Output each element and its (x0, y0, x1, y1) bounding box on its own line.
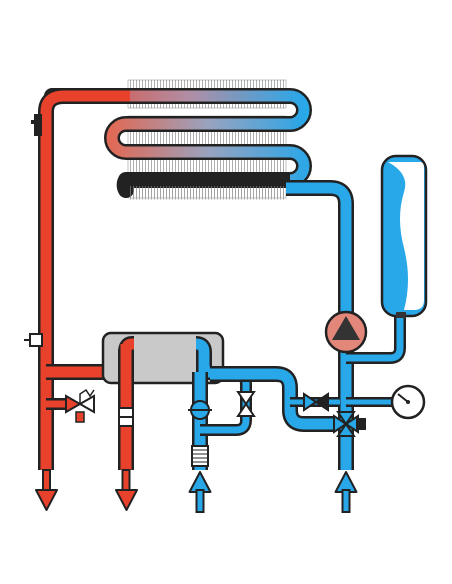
flow-switch-icon (29, 333, 43, 347)
three-way-valve-icon (333, 411, 366, 437)
cold-water-inlet-arrow-icon (188, 471, 212, 513)
coil-cold-exit (286, 182, 352, 300)
pressure-relief-valve-icon (65, 388, 95, 423)
water-filter-icon (191, 445, 209, 467)
heating-supply-outlet-arrow-icon (35, 469, 58, 511)
flow-sensor-icon (118, 407, 134, 427)
plate-hx-cold-loop (195, 338, 214, 378)
temperature-sensor-clip (31, 120, 35, 124)
expansion-vessel-icon (380, 154, 428, 318)
heat-exchanger-coil-mid (106, 118, 310, 186)
circulation-pump-icon (324, 310, 368, 354)
vessel-connection (346, 316, 404, 362)
bypass-valve-icon (236, 391, 256, 417)
heat-exchanger-fins-bottom (128, 186, 286, 200)
coil-cold-exit-outline (286, 180, 354, 300)
cold-inlet-ball-valve-icon (188, 400, 212, 420)
supply-riser (40, 90, 130, 470)
expansion-vessel-membrane (388, 162, 424, 310)
cold-water-inlet-line (192, 366, 334, 470)
temperature-sensor-icon (34, 114, 42, 136)
check-valve-icon (303, 392, 329, 412)
heating-return-inlet-arrow-icon (334, 471, 358, 513)
pressure-gauge-icon (390, 384, 426, 420)
heat-exchanger-coil-top (52, 90, 310, 130)
hot-water-outlet-arrow-icon (115, 469, 138, 511)
finned-heat-exchanger (44, 79, 354, 300)
